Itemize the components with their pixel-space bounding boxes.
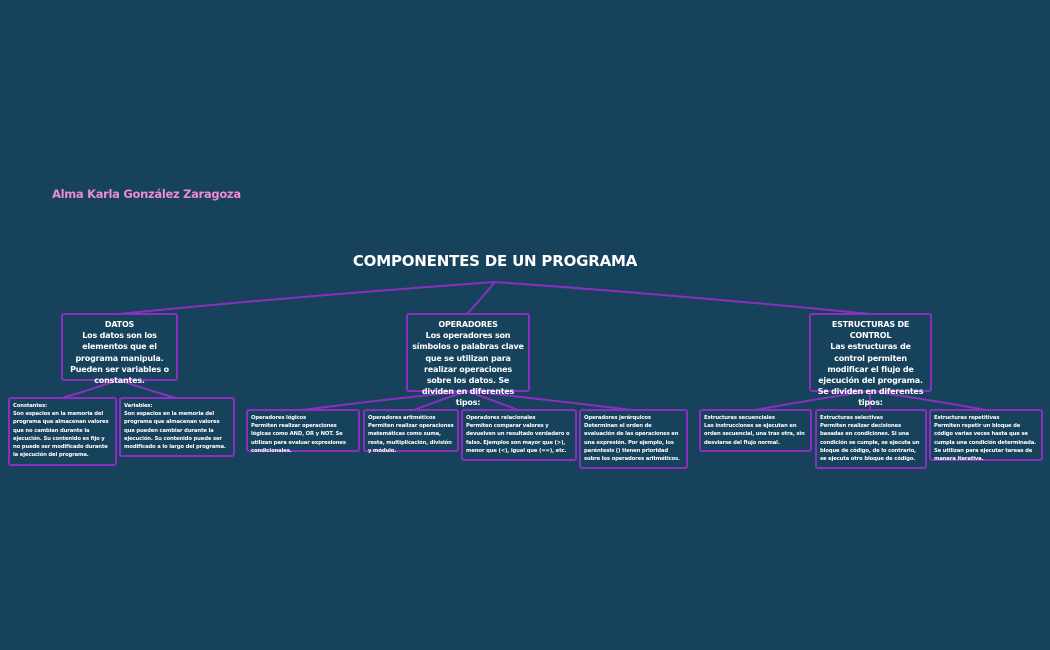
node-operadores-logicos-body: Permiten realizar operaciones lógicas co… bbox=[251, 423, 346, 454]
node-estructuras-selectivas-title: Estructuras selectivas bbox=[820, 415, 883, 421]
node-operadores-aritmeticos[interactable]: Operadores aritméticos Permiten realizar… bbox=[363, 409, 459, 454]
node-operadores-aritmeticos-title: Operadores aritméticos bbox=[368, 415, 436, 421]
node-operadores-body: Los operadores son símbolos o palabras c… bbox=[412, 331, 524, 408]
connector-root-estructuras bbox=[494, 281, 871, 315]
node-operadores-aritmeticos-body: Permiten realizar operaciones matemática… bbox=[368, 423, 454, 454]
node-constantes[interactable]: Constantes: Son espacios en la memoria d… bbox=[8, 397, 117, 466]
node-estructuras[interactable]: ESTRUCTURAS DE CONTROL Las estructuras d… bbox=[809, 313, 932, 407]
node-operadores-jerarquicos-title: Operadores jerárquicos bbox=[584, 415, 651, 421]
node-estructuras-secuenciales-title: Estructuras secuenciales bbox=[704, 415, 775, 421]
node-datos-body: Los datos son los elementos que el progr… bbox=[70, 331, 169, 386]
connector-operadores-logicos bbox=[301, 390, 468, 411]
node-operadores-relacionales-body: Permiten comparar valores y devuelven un… bbox=[466, 423, 570, 454]
node-operadores-jerarquicos-body: Determinan el orden de evaluación de las… bbox=[584, 423, 680, 463]
node-estructuras-secuenciales[interactable]: Estructuras secuenciales Las instruccion… bbox=[699, 409, 812, 452]
connector-operadores-relacionales bbox=[466, 390, 519, 411]
node-estructuras-selectivas[interactable]: Estructuras selectivas Permiten realizar… bbox=[815, 409, 927, 469]
connector-operadores-jerarquicos bbox=[466, 390, 633, 411]
node-estructuras-repetitivas[interactable]: Estructuras repetitivas Permiten repetir… bbox=[929, 409, 1043, 463]
node-estructuras-secuenciales-body: Las instrucciones se ejecutan en orden s… bbox=[704, 423, 805, 446]
connector-root-operadores bbox=[466, 281, 496, 315]
diagram-title: COMPONENTES DE UN PROGRAMA bbox=[352, 252, 638, 270]
connector-root-datos bbox=[117, 281, 496, 315]
node-operadores-relacionales[interactable]: Operadores relacionales Permiten compara… bbox=[461, 409, 577, 461]
node-variables-body: Son espacios en la memoria del programa … bbox=[124, 411, 226, 451]
node-constantes-body: Son espacios en la memoria del programa … bbox=[13, 411, 109, 459]
connector-operadores-aritmeticos bbox=[413, 390, 468, 411]
node-estructuras-repetitivas-body: Permiten repetir un bloque de código var… bbox=[934, 423, 1037, 463]
node-datos[interactable]: DATOS Los datos son los elementos que el… bbox=[61, 313, 178, 385]
node-estructuras-body: Las estructuras de control permiten modi… bbox=[817, 342, 924, 408]
node-operadores-logicos[interactable]: Operadores lógicos Permiten realizar ope… bbox=[246, 409, 360, 454]
node-operadores-logicos-title: Operadores lógicos bbox=[251, 415, 306, 421]
node-variables-title: Variables: bbox=[124, 403, 153, 409]
node-operadores-jerarquicos[interactable]: Operadores jerárquicos Determinan el ord… bbox=[579, 409, 688, 469]
node-operadores-title: OPERADORES bbox=[438, 320, 498, 329]
node-variables[interactable]: Variables: Son espacios en la memoria de… bbox=[119, 397, 235, 457]
node-estructuras-selectivas-body: Permiten realizar decisiones basadas en … bbox=[820, 423, 920, 463]
node-operadores-relacionales-title: Operadores relacionales bbox=[466, 415, 536, 421]
node-estructuras-title: ESTRUCTURAS DE CONTROL bbox=[831, 320, 910, 341]
node-datos-title: DATOS bbox=[104, 320, 135, 329]
connector-datos-variables bbox=[117, 379, 177, 399]
node-estructuras-repetitivas-title: Estructuras repetitivas bbox=[934, 415, 1000, 421]
connector-datos-constantes bbox=[61, 379, 119, 399]
author-name: Alma Karla González Zaragoza bbox=[52, 187, 241, 201]
node-operadores[interactable]: OPERADORES Los operadores son símbolos o… bbox=[406, 313, 530, 407]
connector-estructuras-secuenciales bbox=[754, 390, 871, 411]
connector-estructuras-repetitivas bbox=[869, 390, 987, 411]
node-constantes-title: Constantes: bbox=[13, 403, 48, 409]
